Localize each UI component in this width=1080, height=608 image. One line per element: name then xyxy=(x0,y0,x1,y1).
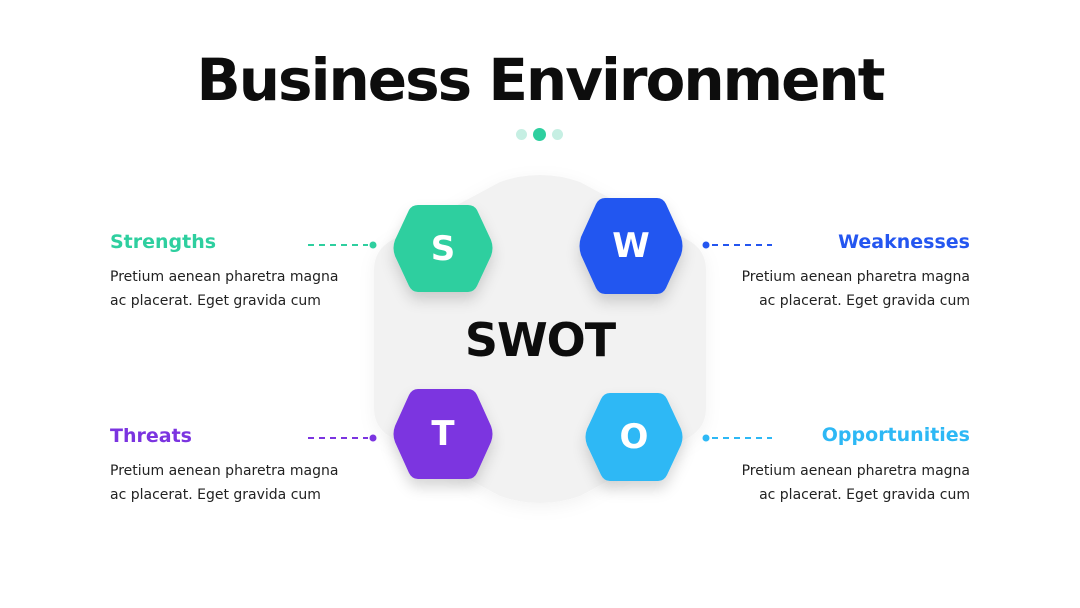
opportunities-title: Opportunities xyxy=(821,424,970,446)
weaknesses-hexagon xyxy=(579,198,683,294)
opportunities-description: Pretium aenean pharetra magna ac placera… xyxy=(730,459,970,507)
threats-hexagon xyxy=(393,389,493,479)
threats-connector-dot xyxy=(369,434,377,442)
page-title: Business Environment xyxy=(196,46,886,114)
opportunities-hexagon xyxy=(585,393,683,481)
weaknesses-title: Weaknesses xyxy=(838,231,970,253)
weaknesses-description-line: Pretium aenean pharetra magna xyxy=(741,269,970,285)
opportunities-description-line: ac placerat. Eget gravida cum xyxy=(759,487,970,503)
opportunities-letter: O xyxy=(619,417,649,457)
strengths-hexagon xyxy=(393,205,493,292)
weaknesses-description-line: ac placerat. Eget gravida cum xyxy=(759,293,970,309)
strengths-title: Strengths xyxy=(110,231,217,253)
threats-description: Pretium aenean pharetra magna ac placera… xyxy=(110,459,350,507)
strengths-letter: S xyxy=(430,229,456,269)
opportunities-description-line: Pretium aenean pharetra magna xyxy=(741,463,970,479)
strengths-description-line: ac placerat. Eget gravida cum xyxy=(110,293,321,309)
pagination-dot xyxy=(552,129,563,140)
pagination-dot xyxy=(516,129,527,140)
strengths-connector-dot xyxy=(369,241,377,249)
threats-letter: T xyxy=(431,414,455,454)
strengths-description: Pretium aenean pharetra magna ac placera… xyxy=(110,265,350,313)
threats-title: Threats xyxy=(110,425,192,447)
threats-description-line: ac placerat. Eget gravida cum xyxy=(110,487,321,503)
swot-center-label: SWOT xyxy=(464,313,616,367)
weaknesses-description: Pretium aenean pharetra magna ac placera… xyxy=(730,265,970,313)
weaknesses-letter: W xyxy=(612,226,650,266)
threats-description-line: Pretium aenean pharetra magna xyxy=(110,463,339,479)
strengths-description-line: Pretium aenean pharetra magna xyxy=(110,269,339,285)
pagination-dot-active xyxy=(533,128,546,141)
pagination-dots xyxy=(516,128,563,141)
opportunities-connector-dot xyxy=(702,434,710,442)
weaknesses-connector-dot xyxy=(702,241,710,249)
